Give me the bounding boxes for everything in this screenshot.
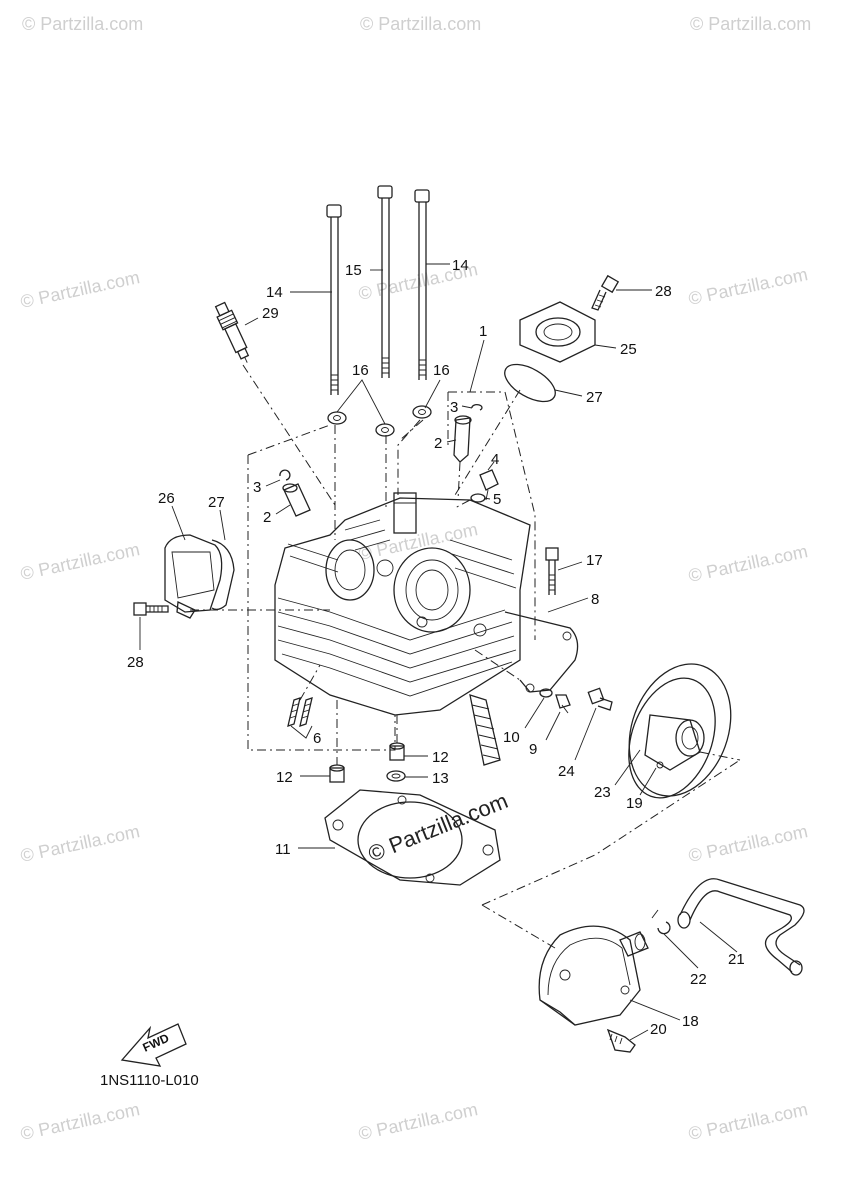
bolt-28-right — [591, 274, 620, 311]
valve-spring — [469, 694, 501, 766]
callouts: 14 15 14 28 29 25 1 16 16 27 3 2 4 5 3 2… — [127, 257, 745, 1038]
stud-bolt-14-left — [326, 204, 342, 395]
callout-18: 18 — [682, 1013, 699, 1030]
callout-12-right: 12 — [432, 749, 449, 766]
bolt-28-left — [133, 602, 169, 616]
callout-11: 11 — [275, 841, 291, 858]
callout-24: 24 — [558, 763, 575, 780]
watermark: © Partzilla.com — [19, 539, 142, 584]
cover-gasket-8 — [474, 611, 579, 693]
bolt-24 — [587, 687, 613, 711]
hose-clamp-22 — [651, 909, 671, 935]
valve-guide-left — [279, 469, 311, 517]
dowel-12-right — [389, 742, 405, 761]
watermark: © Partzilla.com — [360, 14, 481, 34]
bolt-9 — [555, 694, 571, 714]
intake-joint — [454, 301, 596, 496]
callout-3-right: 3 — [450, 399, 458, 416]
callout-28-right: 28 — [655, 283, 672, 300]
callout-16-right: 16 — [433, 362, 450, 379]
washer-13 — [386, 770, 406, 782]
callout-27-left: 27 — [208, 494, 225, 511]
fwd-arrow-icon: FWD — [120, 1023, 187, 1067]
watermark: © Partzilla.com — [22, 14, 143, 34]
watermark: © Partzilla.com — [19, 267, 142, 312]
side-cover — [628, 663, 741, 799]
spark-plug — [214, 301, 250, 363]
cylinder-head — [274, 492, 531, 716]
callout-9: 9 — [529, 741, 537, 758]
stud-bolt-15 — [377, 185, 393, 378]
watermark: © Partzilla.com — [687, 1099, 810, 1144]
callout-12-left: 12 — [276, 769, 293, 786]
callout-16-left: 16 — [352, 362, 369, 379]
watermark: © Partzilla.com — [687, 821, 810, 866]
stud-bolts — [326, 185, 430, 540]
watermark: © Partzilla.com — [687, 264, 810, 309]
valve-guide-right — [453, 403, 483, 501]
callout-29: 29 — [262, 305, 279, 322]
callout-25: 25 — [620, 341, 637, 358]
callout-26: 26 — [158, 490, 175, 507]
bolt-17 — [545, 547, 559, 595]
washer-10 — [539, 688, 553, 698]
watermark: © Partzilla.com — [687, 541, 810, 586]
rear-cover — [481, 759, 741, 1026]
callout-21: 21 — [728, 951, 745, 968]
washers-16 — [327, 405, 432, 437]
callout-2-left: 2 — [263, 509, 271, 526]
callout-20: 20 — [650, 1021, 667, 1038]
assembly-boundary — [247, 391, 536, 751]
callout-4: 4 — [491, 451, 499, 468]
callout-23: 23 — [594, 784, 611, 801]
diagram-code: 1NS1110-L010 — [100, 1072, 199, 1089]
leader-lines — [139, 263, 738, 1041]
callout-14-left: 14 — [266, 284, 283, 301]
callout-17: 17 — [586, 552, 603, 569]
callout-19: 19 — [626, 795, 643, 812]
head-gasket — [324, 789, 501, 886]
watermark: © Partzilla.com — [19, 821, 142, 866]
callout-3-left: 3 — [253, 479, 261, 496]
watermark: © Partzilla.com — [690, 14, 811, 34]
callout-8: 8 — [591, 591, 599, 608]
watermark: © Partzilla.com — [357, 1099, 480, 1144]
valve-cover-left — [164, 534, 330, 619]
hose-21 — [677, 878, 805, 976]
callout-5: 5 — [493, 491, 501, 508]
plug-screw-4 — [454, 469, 499, 509]
callout-10: 10 — [503, 729, 520, 746]
stud-bolt-14-right — [414, 189, 430, 380]
callout-27-right: 27 — [586, 389, 603, 406]
callout-28-left: 28 — [127, 654, 144, 671]
callout-2-right: 2 — [434, 435, 442, 452]
dowel-12-left — [329, 764, 345, 783]
dowel-pins — [287, 664, 321, 727]
callout-6: 6 — [313, 730, 321, 747]
callout-22: 22 — [690, 971, 707, 988]
callout-15: 15 — [345, 262, 362, 279]
watermark: © Partzilla.com — [19, 1099, 142, 1144]
callout-13: 13 — [432, 770, 449, 787]
callout-1: 1 — [479, 323, 487, 340]
bolt-20 — [606, 1028, 636, 1053]
callout-14-right: 14 — [452, 257, 469, 274]
